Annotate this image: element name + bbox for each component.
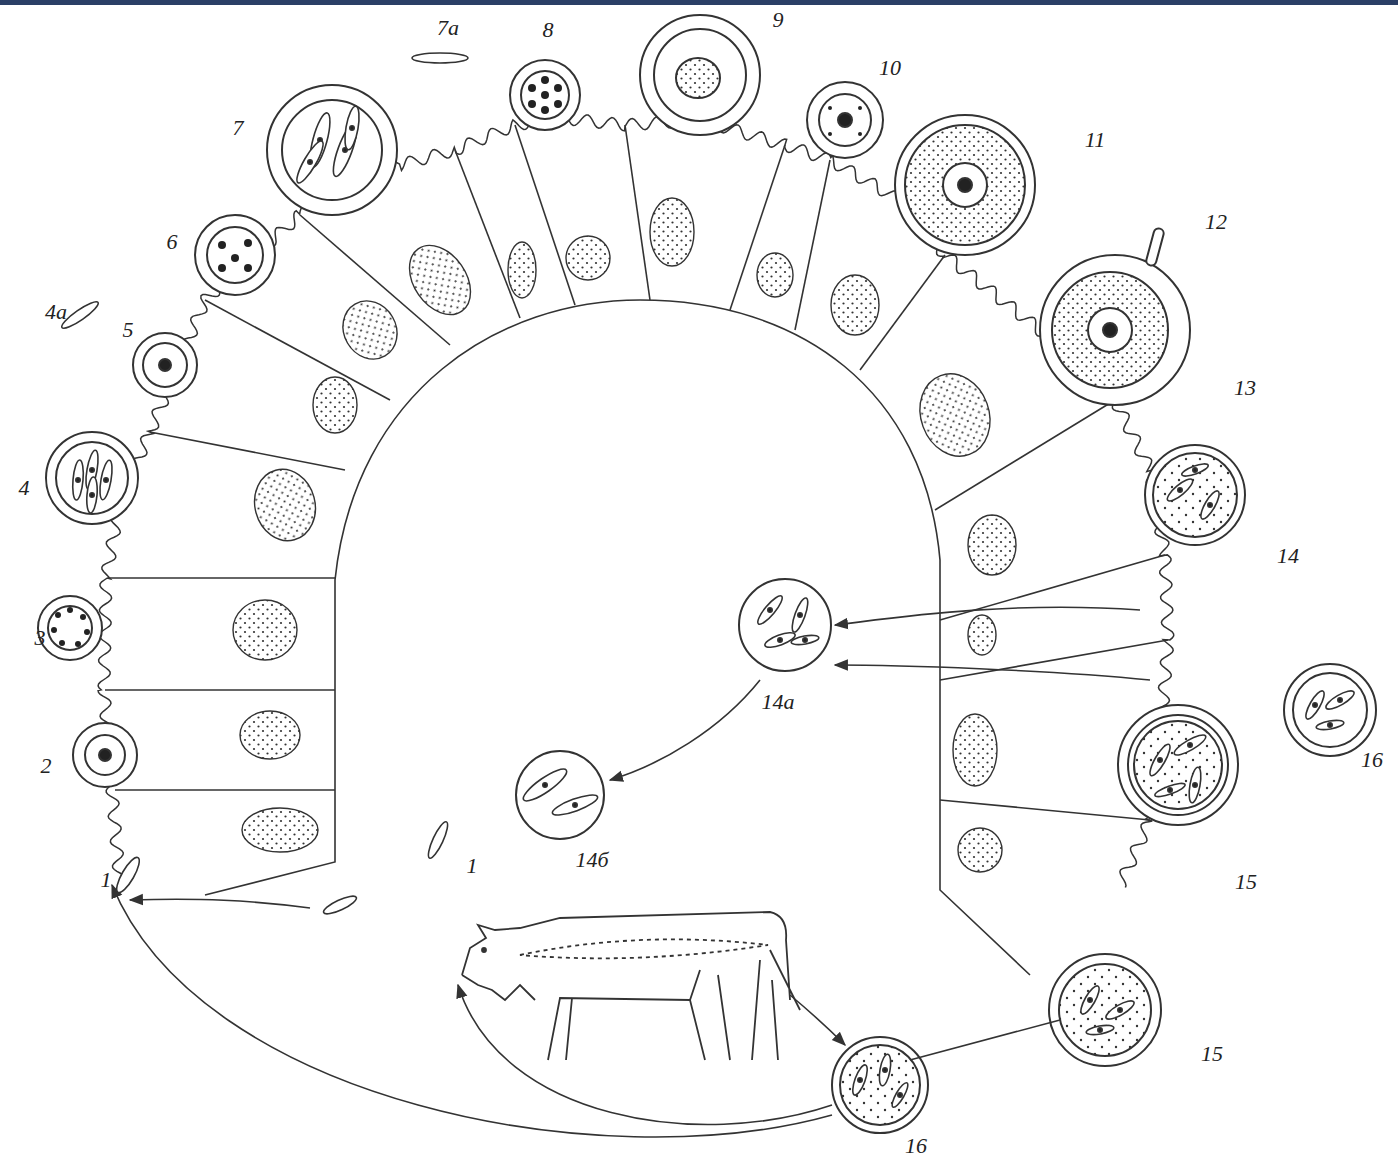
callout-number: 1 xyxy=(99,868,114,892)
zoite-nucleus xyxy=(1328,723,1332,727)
zoite xyxy=(789,596,811,633)
zoite-nucleus xyxy=(308,160,312,164)
zoite xyxy=(791,634,820,647)
callout-number: 11 xyxy=(1083,128,1107,152)
callout-number: 6 xyxy=(165,230,180,254)
zoite-nucleus xyxy=(1193,468,1197,472)
callout-number: 15 xyxy=(1199,1042,1225,1066)
callout-number: 16 xyxy=(1359,748,1385,772)
callout-number: 7 xyxy=(231,116,246,140)
zoite-nucleus xyxy=(90,468,94,472)
zoites xyxy=(71,105,1356,1109)
zoite-nucleus xyxy=(573,803,577,807)
zoite xyxy=(98,459,115,500)
zoite xyxy=(71,460,84,501)
callout-number: 4 xyxy=(17,476,32,500)
callout-number: 8 xyxy=(541,18,556,42)
zoite xyxy=(550,791,599,819)
callout-number: 16 xyxy=(903,1134,929,1158)
zoite xyxy=(293,138,327,186)
zoite-nucleus xyxy=(350,126,354,130)
zoite xyxy=(1303,689,1328,722)
zoite-nucleus xyxy=(1178,488,1182,492)
villus-core xyxy=(205,300,1030,975)
top-band xyxy=(0,0,1398,5)
callout-number: 1 xyxy=(465,854,480,878)
zoite-nucleus xyxy=(1098,1028,1102,1032)
zoite-nucleus xyxy=(76,478,80,482)
callout-number: 7а xyxy=(435,16,461,40)
zoite xyxy=(877,1053,892,1086)
parasite-stages xyxy=(38,15,1376,1133)
zoite xyxy=(1147,742,1174,778)
zoite-nucleus xyxy=(1118,1008,1122,1012)
callout-number: 9 xyxy=(771,8,786,32)
zoite xyxy=(1180,461,1209,478)
zoite-nucleus xyxy=(1158,758,1162,762)
zoite xyxy=(850,1063,870,1096)
callout-number: 5 xyxy=(121,318,136,342)
zoite xyxy=(1324,688,1357,713)
microvilli-surface xyxy=(98,112,1174,887)
cell-walls xyxy=(105,125,1168,975)
callout-number: 4а xyxy=(43,300,69,324)
zoite xyxy=(1086,1024,1115,1037)
zoite-nucleus xyxy=(858,1078,862,1082)
zoite xyxy=(755,593,786,627)
zoite xyxy=(1078,984,1103,1017)
callout-number: 13 xyxy=(1232,376,1258,400)
zoite-nucleus xyxy=(90,493,94,497)
zoite-nucleus xyxy=(1338,698,1342,702)
granules xyxy=(51,76,862,647)
host-cell-nuclei xyxy=(233,198,1016,872)
zoite xyxy=(1165,476,1196,504)
zoite xyxy=(306,111,334,169)
zoite xyxy=(1104,998,1137,1023)
zoite-nucleus xyxy=(1168,788,1172,792)
zoite-nucleus xyxy=(1088,998,1092,1002)
callout-number: 12 xyxy=(1203,210,1229,234)
zoite-nucleus xyxy=(1193,783,1197,787)
zoite xyxy=(1198,489,1223,522)
callout-number: 3 xyxy=(33,626,48,650)
zoite xyxy=(1187,766,1203,803)
zoite-nucleus xyxy=(898,1093,902,1097)
zoite xyxy=(1316,719,1345,732)
zoite xyxy=(520,764,571,805)
zoite xyxy=(890,1081,911,1109)
zoite-nucleus xyxy=(798,613,802,617)
zoite-nucleus xyxy=(104,478,108,482)
zoite xyxy=(85,477,98,514)
cow-figure xyxy=(462,912,800,1060)
zoite-nucleus xyxy=(803,638,807,642)
zoite xyxy=(1172,732,1208,759)
cycle-arrows xyxy=(59,53,1150,1137)
callout-number: 14 xyxy=(1275,544,1301,568)
callout-number: 14а xyxy=(760,690,797,714)
zoite xyxy=(1154,781,1187,799)
callout-number: 15 xyxy=(1233,870,1259,894)
callout-number: 14б xyxy=(573,848,610,872)
callout-number: 2 xyxy=(39,754,54,778)
zoite-nucleus xyxy=(1188,743,1192,747)
zoite-nucleus xyxy=(883,1068,887,1072)
zoite-nucleus xyxy=(1208,503,1212,507)
zoite xyxy=(342,105,361,150)
microvilli-line xyxy=(98,112,1174,887)
callout-number: 10 xyxy=(877,56,903,80)
zoite-nucleus xyxy=(543,783,547,787)
zoite-nucleus xyxy=(1313,703,1317,707)
zoite-nucleus xyxy=(778,638,782,642)
zoite-nucleus xyxy=(768,608,772,612)
